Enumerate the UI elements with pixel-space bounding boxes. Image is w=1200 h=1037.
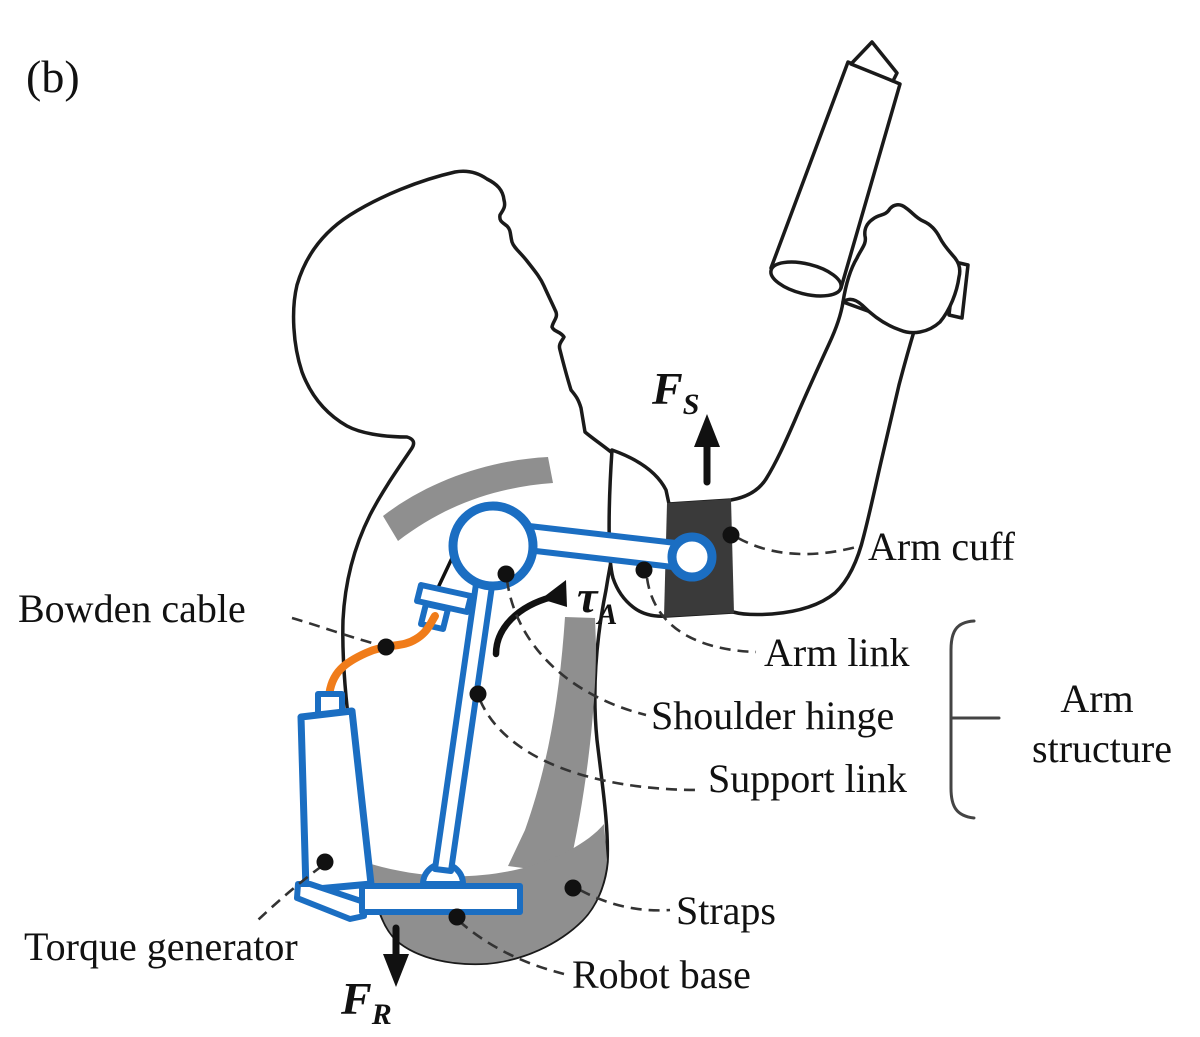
dot-robot-base [448,908,466,926]
robot-base-connector [294,881,367,922]
bottle-cap [849,40,899,83]
label-torque-generator: Torque generator [24,924,298,969]
label-arm-structure: Arm structure [1032,676,1172,771]
torque-arrow-arc [492,593,556,658]
leader-bowden-cable [291,616,381,647]
cable-anchor-bracket [414,582,474,615]
leader-arm-cuff [737,536,861,556]
symbol-shoulder-force: FS [651,363,699,421]
label-support-link: Support link [708,756,907,801]
shoulder-hinge-circle [448,501,538,591]
leader-torque-generator [257,864,323,921]
label-arm-link: Arm link [764,630,910,675]
fs-arrow-head [694,414,720,447]
arm-link-end-circle [667,532,717,582]
dot-straps [564,879,582,897]
fist-outline [841,203,962,335]
leader-straps [579,888,671,912]
bottle-bottom [769,260,843,298]
torque-arrow-head [541,580,567,607]
leader-support-link [478,699,701,792]
dot-torque-generator [316,853,334,871]
fr-arrow-head [383,954,409,987]
dot-arm-link [635,561,653,579]
shoulder-strap [383,457,553,541]
dot-support-link [469,685,487,703]
label-robot-base: Robot base [572,952,751,997]
leader-shoulder-hinge [505,579,647,717]
label-arm-cuff: Arm cuff [868,524,1016,569]
symbol-reaction-force: FR [340,973,392,1031]
label-bowden-cable: Bowden cable [18,586,246,631]
panel-label: (b) [26,51,80,102]
label-straps: Straps [676,888,776,933]
arm-outline [607,300,917,618]
dot-shoulder-hinge [497,565,515,583]
torso-strap [508,617,596,874]
robot-base-bar [359,883,523,915]
dot-bowden-cable [377,638,395,656]
label-shoulder-hinge: Shoulder hinge [651,693,894,738]
dot-arm-cuff [722,526,740,544]
leader-robot-base [458,920,565,976]
symbol-assist-torque: τA [577,571,617,631]
arm-structure-bracket [949,619,1001,820]
